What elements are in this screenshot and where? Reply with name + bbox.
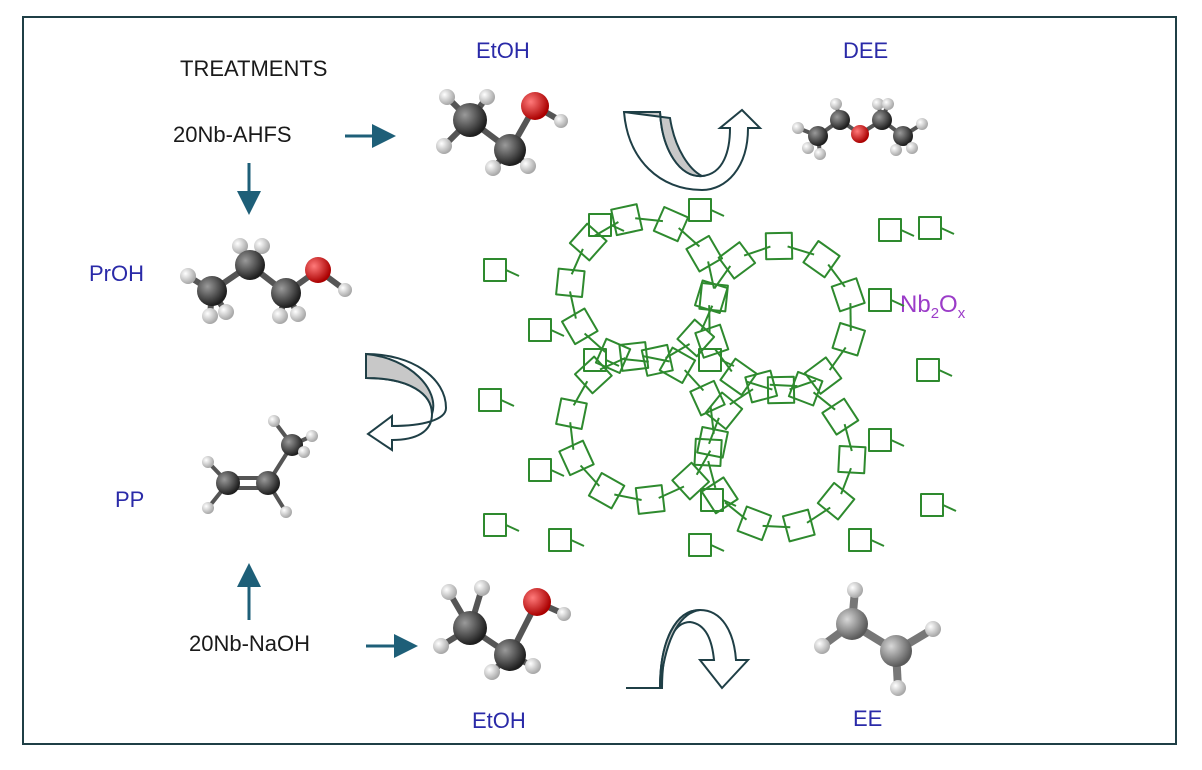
proh-label: PrOH (89, 261, 144, 286)
diethyl-ether-molecule (792, 98, 928, 160)
curved-arrow-to-ee (626, 608, 751, 690)
figure-frame (22, 16, 1177, 745)
naoh-treatment-label: 20Nb-NaOH (189, 631, 311, 656)
dee-label: DEE (843, 38, 889, 63)
catalyst-label: Nb2Ox (900, 291, 966, 322)
ethanol-molecule-top (436, 89, 568, 176)
treatments-heading: TREATMENTS (180, 56, 328, 81)
ahfs-treatment-label: 20Nb-AHFS (173, 122, 292, 147)
etoh-top-label: EtOH (476, 38, 530, 63)
curved-arrow-to-pp (365, 352, 448, 452)
ethanol-molecule-bottom (433, 580, 571, 680)
ee-label: EE (853, 706, 883, 731)
curved-arrow-to-dee (622, 108, 763, 192)
propylene-molecule (202, 415, 318, 518)
etoh-bottom-label: EtOH (472, 708, 526, 733)
pp-label: PP (115, 487, 145, 512)
propanol-molecule (180, 238, 352, 324)
ethylene-molecule (814, 582, 941, 696)
